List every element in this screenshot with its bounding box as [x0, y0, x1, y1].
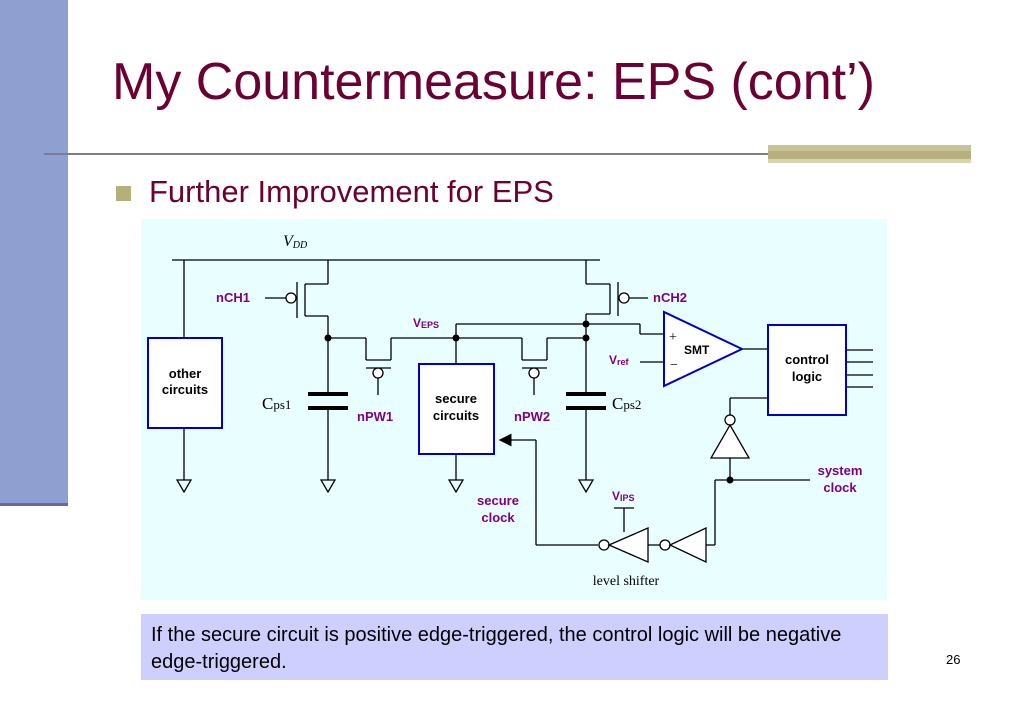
ground-icon [577, 479, 595, 494]
title-accent-bar [768, 145, 971, 165]
smt-plus-label: + [669, 330, 677, 345]
npw1-bubble [372, 367, 384, 379]
nch2-label: nCH2 [653, 290, 687, 305]
note-box: If the secure circuit is positive edge-t… [141, 614, 888, 680]
npw2-bubble [528, 367, 540, 379]
wires [172, 259, 873, 546]
level-shifter-label: level shifter [593, 574, 660, 589]
nch2-bubble [618, 292, 630, 304]
cps1-label: Cps1 [262, 394, 291, 413]
secure-circuits-label-2: circuits [433, 408, 479, 423]
cps2-label: Cps2 [612, 394, 641, 413]
secure-circuits-label-1: secure [435, 391, 477, 406]
other-circuits-block [147, 337, 223, 429]
secure-clock-label-1: secure [477, 493, 519, 508]
ground-icon [447, 479, 465, 494]
npw1-label: nPW1 [357, 409, 393, 424]
vips-label: VIPS [612, 489, 635, 503]
nch1-bubble [285, 292, 297, 304]
system-clock-label-1: system [818, 463, 863, 478]
system-clock-label-2: clock [823, 480, 857, 495]
smt-label: SMT [684, 343, 710, 357]
side-accent-bar [0, 0, 68, 505]
ground-icons [175, 479, 595, 494]
note-text: If the secure circuit is positive edge-t… [151, 624, 842, 673]
inverter-icon [709, 423, 751, 459]
bullet-square-icon [116, 186, 131, 201]
buffer-icon [668, 526, 707, 564]
bullet-text: Further Improvement for EPS [149, 174, 554, 209]
vdd-label: VDD [283, 233, 308, 251]
veps-label: VEPS [413, 316, 439, 330]
control-logic-label-1: control [785, 352, 829, 367]
vref-label: Vref [609, 353, 630, 367]
nch1-label: nCH1 [216, 290, 250, 305]
smt-comparator [663, 310, 745, 388]
secure-clock-label-2: clock [481, 510, 515, 525]
capacitor-plates [308, 392, 606, 410]
title-divider [44, 153, 771, 155]
ground-icon [319, 479, 337, 494]
ground-icon [175, 479, 193, 494]
page-number: 26 [946, 652, 961, 667]
slide-title: My Countermeasure: EPS (cont’) [112, 53, 875, 111]
diagram-panel [141, 219, 887, 600]
npw2-label: nPW2 [514, 409, 550, 424]
other-circuits-label-2: circuits [162, 382, 208, 397]
smt-minus-label: − [670, 358, 678, 373]
control-logic-block [767, 324, 847, 416]
secure-circuits-block [418, 363, 495, 455]
control-logic-label-2: logic [792, 369, 822, 384]
level-shifter-icon [607, 527, 649, 563]
other-circuits-label-1: other [169, 366, 202, 381]
side-accent-line [0, 503, 68, 506]
inverter-bubble [724, 414, 736, 426]
